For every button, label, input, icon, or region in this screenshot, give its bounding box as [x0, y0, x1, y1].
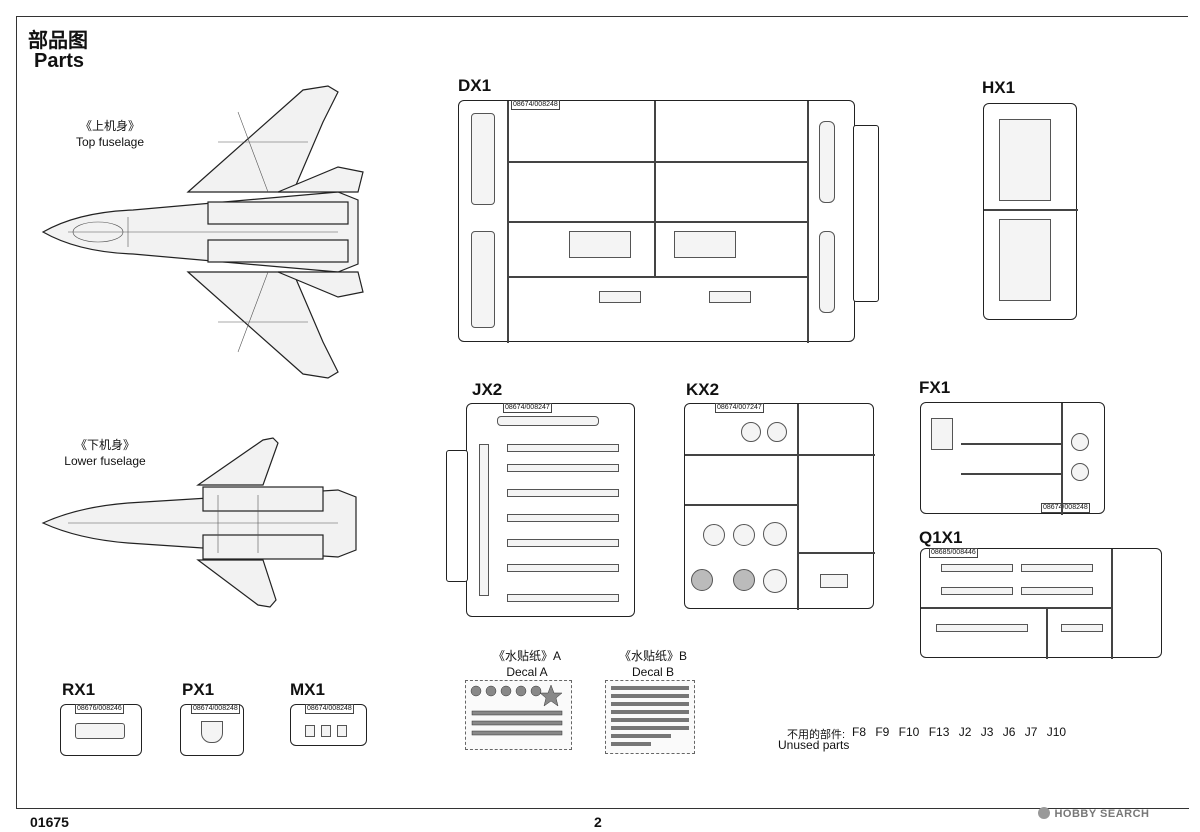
- sprue-code: 08674/007247: [715, 403, 764, 413]
- sprue-mx1-name: MX1: [290, 680, 325, 699]
- sprue-hx1: [983, 103, 1078, 320]
- sprue-rx1: 08676/008246: [60, 704, 142, 756]
- sprue-hx1-name: HX1: [982, 78, 1016, 97]
- sprue-kx2-name: KX2: [686, 380, 720, 399]
- decal-b-label-cn: 《水贴纸》B: [618, 649, 687, 663]
- watermark: HOBBY SEARCH: [1038, 804, 1149, 822]
- sprue-fx1: 08674/008248: [920, 402, 1105, 515]
- top-fuselage-label-cn: 《上机身》: [79, 119, 140, 133]
- sprue-code: 08674/008248: [511, 100, 560, 110]
- lower-fuselage-label: 《下机身》 Lower fuselage: [50, 437, 160, 469]
- sprue-jx2: 08674/008247: [466, 403, 635, 617]
- top-fuselage-label: 《上机身》 Top fuselage: [55, 118, 165, 150]
- decal-a-label-cn: 《水贴纸》A: [492, 649, 561, 663]
- sprue-kx2: 08674/007247: [684, 403, 875, 610]
- top-fuselage-label-en: Top fuselage: [75, 135, 145, 149]
- sprue-code: 08674/008248: [191, 704, 240, 714]
- sprue-jx2-extension: [446, 450, 468, 582]
- sprue-q1x1: 08685/008446: [920, 548, 1162, 659]
- sprue-px1: 08674/008248: [180, 704, 244, 756]
- title-english: Parts: [34, 50, 85, 72]
- sprue-code: 08676/008246: [75, 704, 124, 714]
- sprue-dx1: 08674/008248: [458, 100, 855, 343]
- page-frame: [16, 16, 1189, 809]
- lower-fuselage-label-cn: 《下机身》: [74, 438, 135, 452]
- sprue-rx1-name: RX1: [62, 680, 96, 699]
- unused-parts-label-cn: 不用的部件:: [787, 729, 846, 741]
- sprue-code: 08674/008248: [305, 704, 354, 714]
- decal-b-sheet: [605, 680, 695, 754]
- sprue-mx1: 08674/008248: [290, 704, 367, 746]
- page-number: 2: [594, 814, 602, 830]
- sprue-px1-name: PX1: [182, 680, 215, 699]
- sprue-q1x1-name: Q1X1: [919, 528, 963, 547]
- watermark-text: HOBBY SEARCH: [1054, 808, 1150, 820]
- sprue-dx1-name: DX1: [458, 76, 492, 95]
- sprue-code: 08674/008247: [503, 403, 552, 413]
- top-fuselage-drawing: [41, 85, 364, 379]
- decal-a-label: 《水贴纸》A Decal A: [472, 648, 582, 680]
- decal-b-graphic: [611, 686, 689, 746]
- sprue-code: 08685/008446: [929, 548, 978, 558]
- decal-a-graphic: [470, 684, 563, 736]
- decal-a-sheet: [465, 680, 572, 750]
- product-code: 01675: [30, 814, 69, 830]
- title-chinese: 部品图: [28, 30, 88, 52]
- sprue-code: 08674/008248: [1041, 503, 1090, 513]
- hobby-search-logo-icon: [1038, 806, 1050, 819]
- decal-b-label: 《水贴纸》B Decal B: [598, 648, 708, 680]
- lower-fuselage-label-en: Lower fuselage: [64, 454, 146, 468]
- decal-a-label-en: Decal A: [506, 665, 548, 679]
- decal-b-label-en: Decal B: [631, 665, 675, 679]
- unused-parts-list: F8 F9 F10 F13 J2 J3 J6 J7 J10: [852, 725, 1067, 739]
- lower-fuselage-drawing: [41, 437, 357, 608]
- sprue-dx1-extension: [853, 125, 879, 302]
- sprue-jx2-name: JX2: [472, 380, 503, 399]
- unused-parts-label-en: Unused parts: [778, 738, 850, 752]
- sprue-fx1-name: FX1: [919, 378, 951, 397]
